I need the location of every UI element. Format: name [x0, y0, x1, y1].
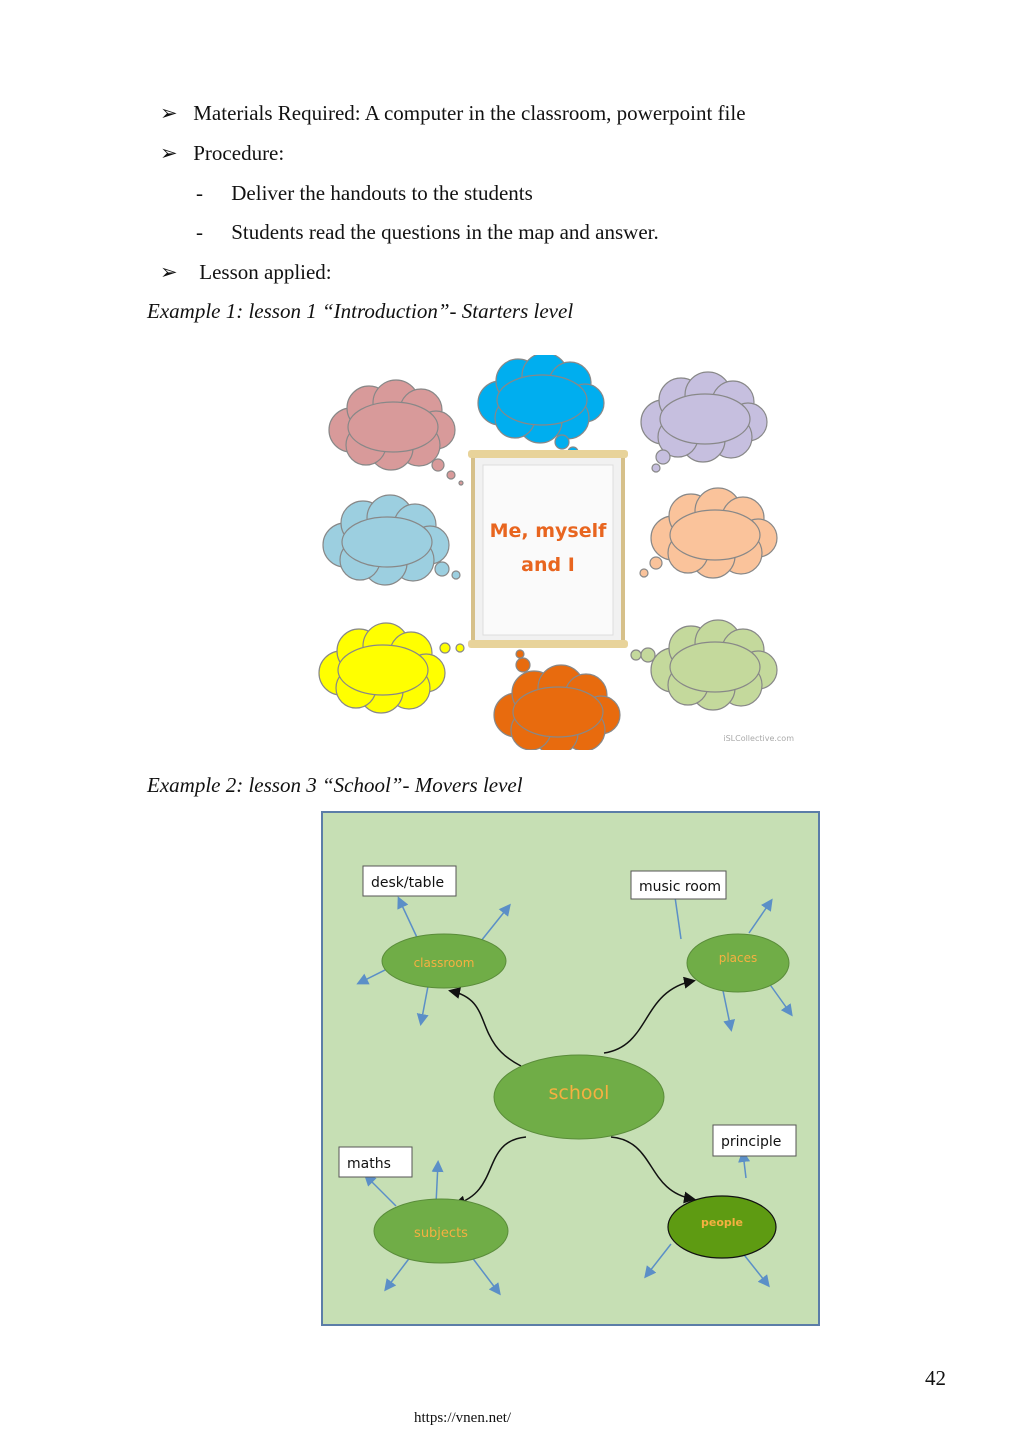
svg-text:music room: music room: [639, 879, 721, 895]
svg-text:classroom: classroom: [414, 956, 475, 970]
svg-text:maths: maths: [347, 1156, 391, 1172]
arrow-bullet-icon: ➢: [160, 260, 178, 284]
cloud-blue: [477, 355, 605, 444]
cloud-lavender: [640, 371, 768, 463]
bullet-lesson-applied: ➢ Lesson applied:: [160, 260, 332, 284]
dash-marker: -: [196, 181, 203, 205]
label-maths: maths: [338, 1146, 413, 1178]
bullet-materials: ➢ Materials Required: A computer in the …: [160, 101, 746, 125]
svg-text:places: places: [719, 951, 758, 965]
node-people: people: [667, 1195, 777, 1259]
page-number: 42: [925, 1366, 946, 1390]
black-arrows: [448, 976, 696, 1208]
arrow-bullet-icon: ➢: [160, 141, 178, 165]
cloud-orange: [493, 664, 621, 750]
footer-url: https://vnen.net/: [414, 1410, 512, 1426]
svg-text:principle: principle: [721, 1134, 781, 1150]
bullet-procedure: ➢ Procedure:: [160, 141, 285, 165]
svg-text:desk/table: desk/table: [371, 875, 444, 891]
node-places: places: [686, 933, 790, 993]
svg-text:subjects: subjects: [414, 1226, 468, 1241]
center-board: Me, myself and I: [468, 450, 628, 648]
svg-text:school: school: [549, 1082, 610, 1104]
cloud-green: [650, 619, 778, 711]
example-1-caption: Example 1: lesson 1 “Introduction”- Star…: [147, 299, 574, 323]
cloud-peach: [650, 487, 778, 579]
me-myself-mindmap-image: Me, myself and I iSLCollective.com: [318, 355, 794, 750]
label-principle: principle: [712, 1124, 797, 1157]
node-classroom: classroom: [381, 933, 507, 989]
svg-text:people: people: [701, 1216, 743, 1229]
example-2-caption: Example 2: lesson 3 “School”- Movers lev…: [147, 773, 523, 797]
center-title-line-1: Me, myself: [490, 520, 608, 542]
cloud-pink: [328, 379, 456, 471]
label-desk-table: desk/table: [362, 865, 457, 897]
school-mindmap-image: desk/table music room maths principle cl…: [321, 811, 820, 1326]
arrow-bullet-icon: ➢: [160, 101, 178, 125]
node-school: school: [493, 1054, 665, 1140]
procedure-step-1: - Deliver the handouts to the students: [196, 181, 533, 205]
label-music-room: music room: [630, 870, 727, 900]
cloud-yellow: [318, 622, 446, 714]
node-subjects: subjects: [373, 1198, 509, 1264]
dash-marker: -: [196, 220, 203, 244]
watermark: iSLCollective.com: [723, 734, 794, 743]
cloud-light-blue: [322, 494, 450, 586]
procedure-step-2: - Students read the questions in the map…: [196, 220, 659, 244]
center-title-line-2: and I: [521, 554, 575, 576]
